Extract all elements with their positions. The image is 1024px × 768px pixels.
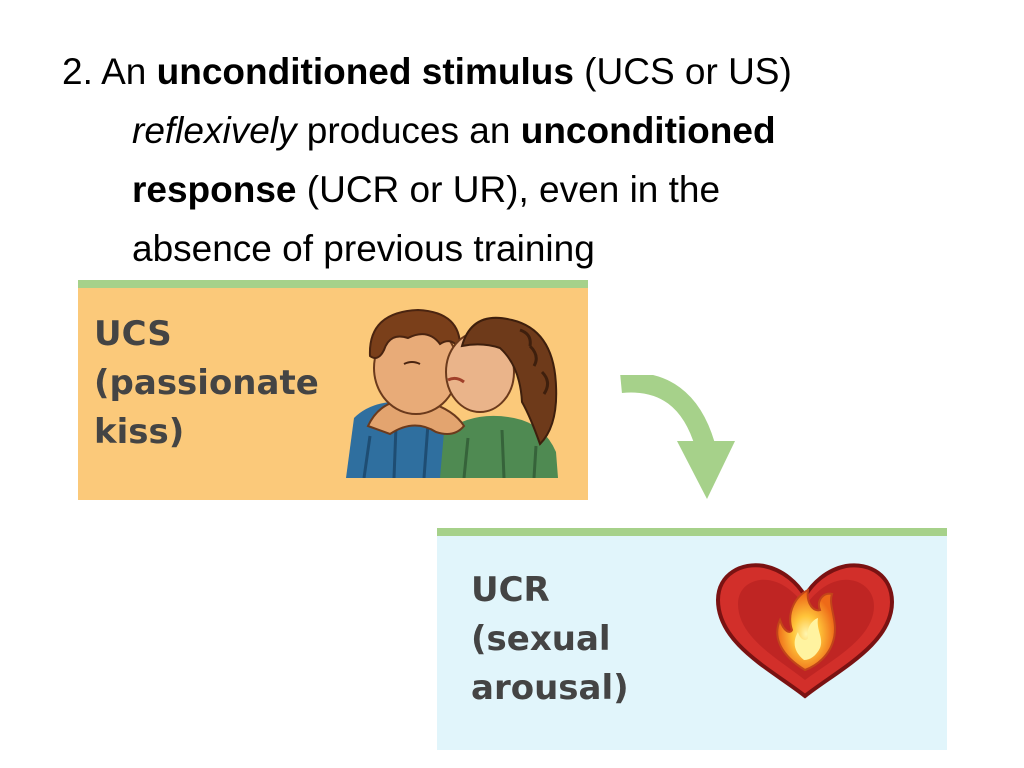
kissing-couple-icon (346, 308, 558, 478)
statement-tail: absence of previous training (132, 228, 595, 269)
statement-abbr-ucs: (UCS or US) (573, 51, 792, 92)
ucs-desc-line1: (passionate (94, 363, 319, 403)
term-unconditioned: unconditioned (520, 110, 776, 151)
statement-line-2: reflexively produces an unconditioned (62, 101, 982, 160)
term-response: response (132, 169, 297, 210)
statement-abbr-ucr: (UCR or UR), even in the (296, 169, 721, 210)
ucs-label-block: UCS (passionate kiss) (94, 310, 319, 457)
statement-line-3: response (UCR or UR), even in the (62, 160, 982, 219)
ucr-label: UCR (471, 570, 550, 610)
statement-number: 2. An (62, 51, 157, 92)
statement-adverb: reflexively (132, 110, 297, 151)
ucs-label: UCS (94, 314, 172, 354)
definition-statement: 2. An unconditioned stimulus (UCS or US)… (62, 42, 982, 278)
statement-line-1: 2. An unconditioned stimulus (UCS or US) (62, 42, 982, 101)
term-unconditioned-stimulus: unconditioned stimulus (156, 51, 574, 92)
ucr-desc-line1: (sexual (471, 619, 611, 659)
curved-arrow-icon (620, 375, 735, 499)
ucr-desc-line2: arousal) (471, 668, 629, 708)
ucs-desc-line2: kiss) (94, 412, 185, 452)
statement-line-4: absence of previous training (62, 219, 982, 278)
flaming-heart-icon (715, 563, 895, 699)
ucr-label-block: UCR (sexual arousal) (471, 566, 629, 713)
statement-verb: produces an (296, 110, 521, 151)
